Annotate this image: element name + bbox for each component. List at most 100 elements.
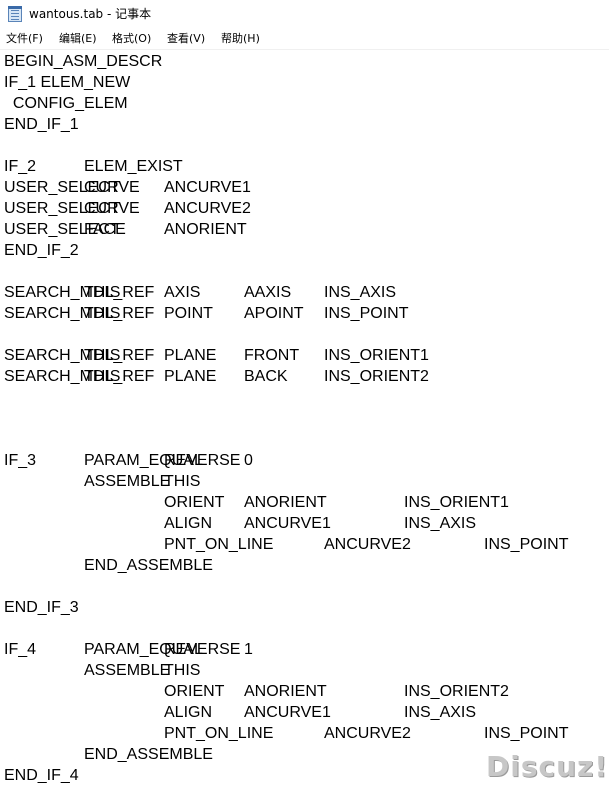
text-token: PARAM_EQUAL	[84, 641, 203, 658]
text-token: ANCURVE2	[324, 536, 411, 553]
text-line	[0, 408, 609, 429]
text-token: INS_AXIS	[324, 284, 397, 301]
text-token: THIS	[164, 473, 201, 490]
text-line	[0, 429, 609, 450]
text-token: USER_SELECT	[4, 200, 120, 217]
text-line: CONFIG_ELEM	[0, 93, 609, 114]
menu-bar: 文件(F) 编辑(E) 格式(O) 查看(V) 帮助(H)	[0, 29, 609, 50]
text-token: AAXIS	[244, 284, 292, 301]
text-line: PNT_ON_LINE ANCURVE2 INS_POINT	[0, 534, 609, 555]
text-token: CURVE	[84, 179, 140, 196]
text-line: IF_2 ELEM_EXIST	[0, 156, 609, 177]
text-token: ALIGN	[164, 704, 213, 721]
text-token: INS_POINT	[484, 725, 569, 742]
text-token: ANORIENT	[244, 494, 327, 511]
text-token: AXIS	[164, 284, 201, 301]
watermark-logo: Discuz!	[486, 750, 609, 783]
text-line	[0, 261, 609, 282]
text-token: 0	[244, 452, 253, 469]
text-token: ANCURVE1	[244, 704, 331, 721]
text-line	[0, 135, 609, 156]
text-editor[interactable]: BEGIN_ASM_DESCR IF_1 ELEM_NEW CONFIG_ELEM…	[0, 50, 609, 791]
text-token: ALIGN	[164, 515, 213, 532]
text-token: ANCURVE2	[164, 200, 251, 217]
title-bar[interactable]: wantous.tab - 记事本	[0, 0, 609, 29]
text-token: INS_POINT	[484, 536, 569, 553]
text-token: ELEM_EXIST	[84, 158, 183, 175]
text-token: ANORIENT	[164, 221, 247, 238]
text-token: ANCURVE2	[324, 725, 411, 742]
text-token: INS_POINT	[324, 305, 409, 322]
text-token: IF_3	[4, 452, 37, 469]
text-token: ORIENT	[164, 683, 225, 700]
text-token: END_IF_3	[4, 599, 79, 616]
text-token: USER_SELECT	[4, 221, 120, 238]
text-token: ANCURVE1	[244, 515, 331, 532]
text-token: REVERSE	[164, 641, 241, 658]
text-token: 1	[244, 641, 253, 658]
text-token: SEARCH_MDL_REF	[4, 347, 155, 364]
text-token: FACE	[84, 221, 126, 238]
text-token: FRONT	[244, 347, 300, 364]
notepad-icon	[8, 6, 22, 22]
menu-edit[interactable]: 编辑(E)	[59, 32, 97, 45]
text-line: IF_1 ELEM_NEW	[0, 72, 609, 93]
text-token: THIS	[84, 284, 121, 301]
text-token: INS_AXIS	[404, 704, 477, 721]
text-line	[0, 324, 609, 345]
text-token: ASSEMBLE	[84, 662, 171, 679]
text-token: THIS	[84, 368, 121, 385]
text-token: END_IF_4	[4, 767, 79, 784]
text-line: END_IF_4	[0, 765, 609, 786]
text-token: SEARCH_MDL_REF	[4, 368, 155, 385]
text-token: PLANE	[164, 347, 217, 364]
text-line: END_IF_1	[0, 114, 609, 135]
text-token: END_IF_1	[4, 116, 79, 133]
text-token: THIS	[164, 662, 201, 679]
text-token: PARAM_EQUAL	[84, 452, 203, 469]
text-token: BACK	[244, 368, 288, 385]
text-token: CURVE	[84, 200, 140, 217]
text-token: ORIENT	[164, 494, 225, 511]
text-line: END_IF_2	[0, 240, 609, 261]
text-token: IF_1 ELEM_NEW	[4, 74, 131, 91]
text-token: ANORIENT	[244, 683, 327, 700]
text-token: PLANE	[164, 368, 217, 385]
text-token: INS_ORIENT2	[324, 368, 429, 385]
text-line: BEGIN_ASM_DESCR	[0, 51, 609, 72]
text-token: ASSEMBLE	[84, 473, 171, 490]
text-token: PNT_ON_LINE	[164, 536, 274, 553]
menu-help[interactable]: 帮助(H)	[221, 32, 260, 45]
text-token: SEARCH_MDL_REF	[4, 284, 155, 301]
text-line: ALIGN ANCURVE1 INS_AXIS	[0, 702, 609, 723]
text-token: USER_SELECT	[4, 179, 120, 196]
text-token: INS_ORIENT1	[324, 347, 429, 364]
text-token: END_ASSEMBLE	[84, 746, 213, 763]
menu-format[interactable]: 格式(O)	[112, 32, 152, 45]
text-token: CONFIG_ELEM	[4, 95, 128, 112]
text-token: IF_4	[4, 641, 37, 658]
text-token: IF_2	[4, 158, 37, 175]
text-line	[0, 387, 609, 408]
text-token: THIS	[84, 305, 121, 322]
text-token: APOINT	[244, 305, 304, 322]
text-line: ORIENT ANORIENT INS_ORIENT2	[0, 681, 609, 702]
text-token: REVERSE	[164, 452, 241, 469]
text-token: END_ASSEMBLE	[84, 557, 213, 574]
menu-view[interactable]: 查看(V)	[167, 32, 206, 45]
text-line	[0, 576, 609, 597]
menu-file[interactable]: 文件(F)	[6, 32, 43, 45]
text-token: INS_ORIENT2	[404, 683, 509, 700]
text-token: THIS	[84, 347, 121, 364]
